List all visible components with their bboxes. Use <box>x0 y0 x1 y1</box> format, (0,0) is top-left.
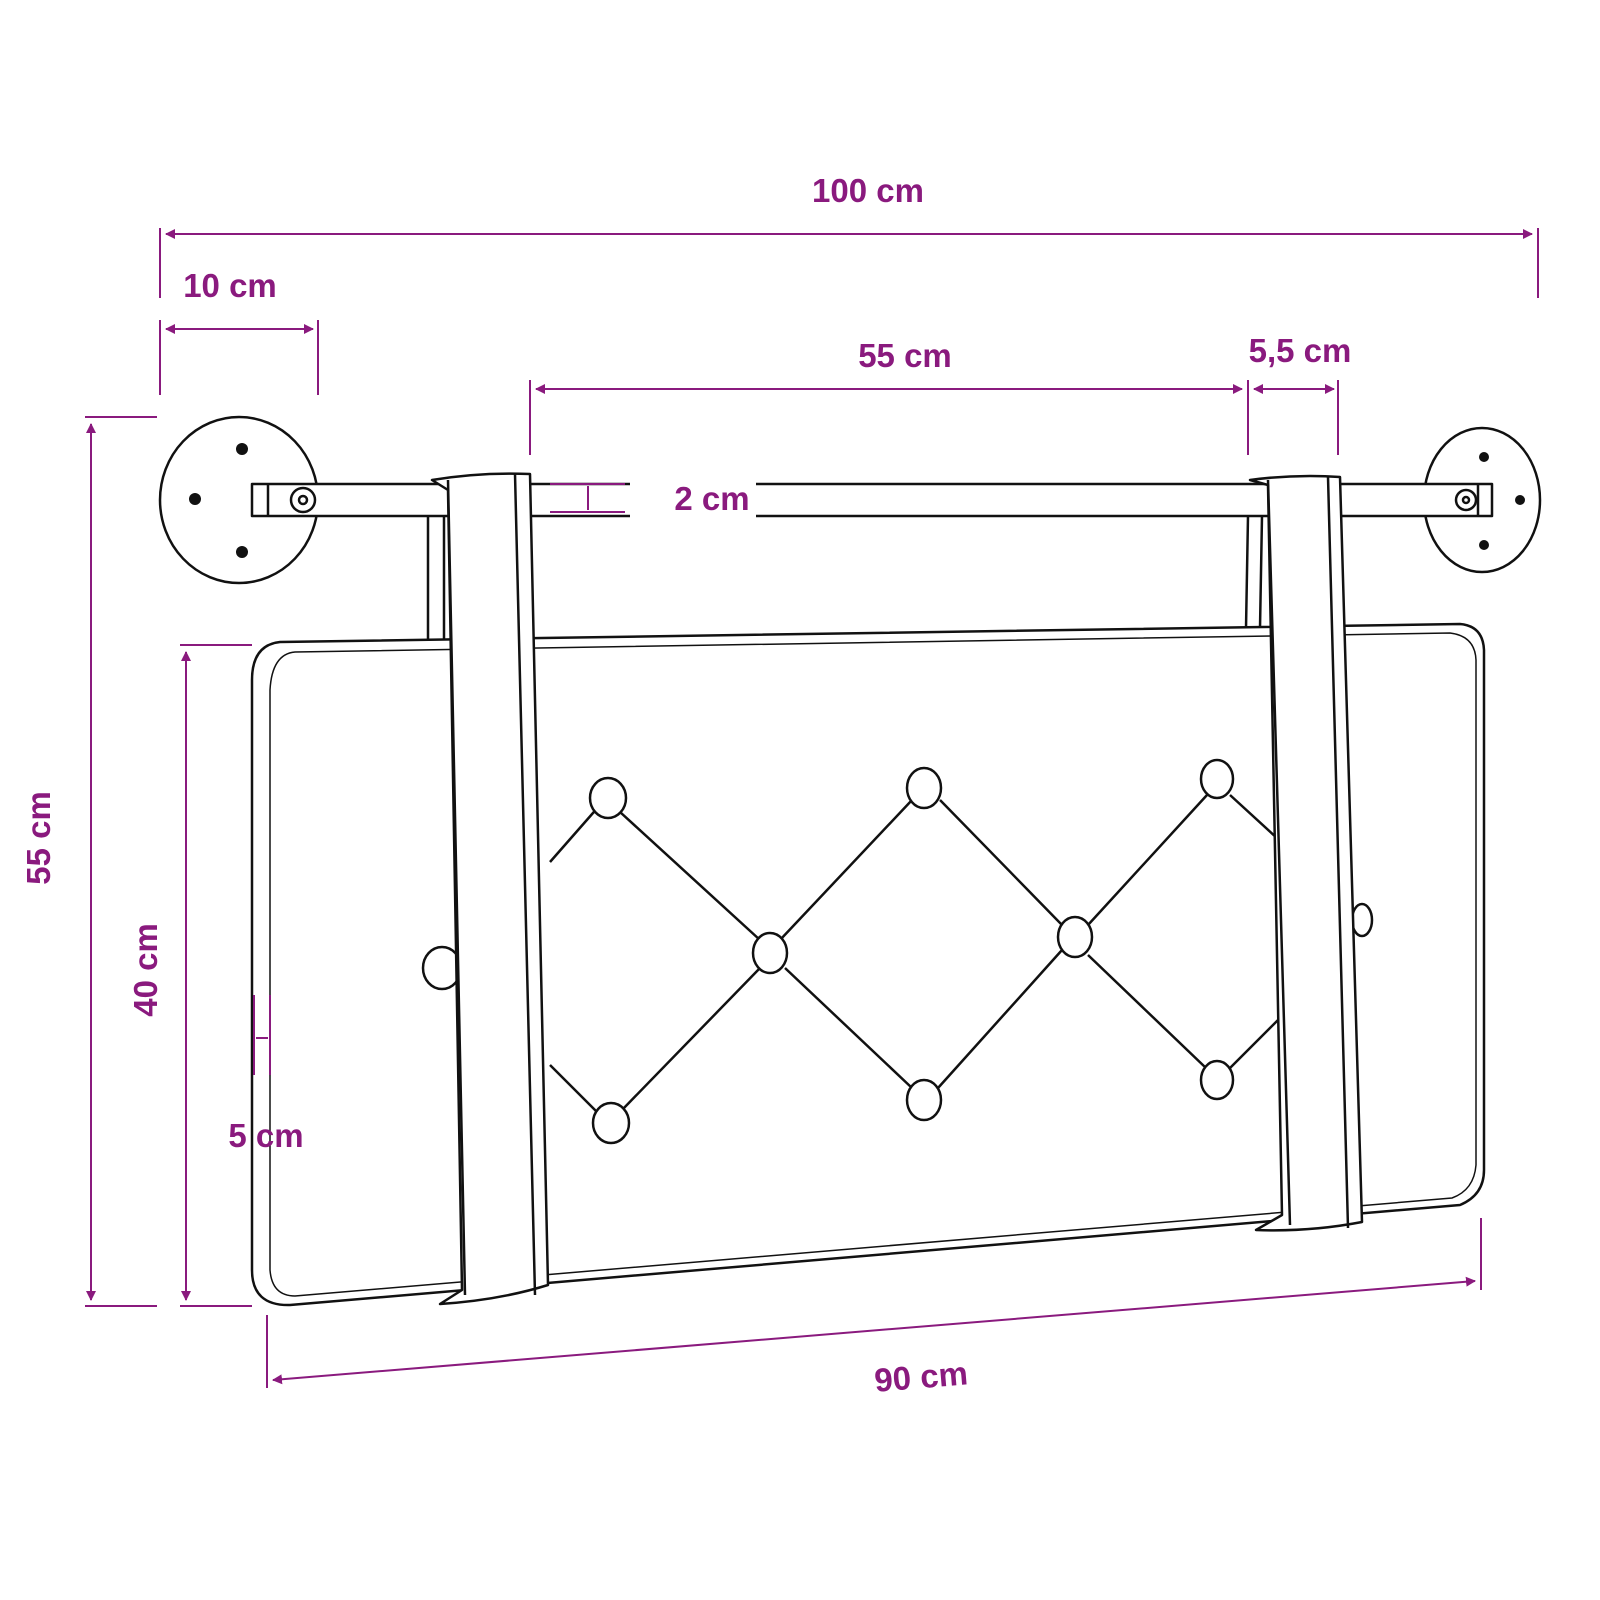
strap-width-label: 5,5 cm <box>1249 332 1352 369</box>
strap-spacing-label: 55 cm <box>858 337 952 374</box>
cushion-width-label: 90 cm <box>873 1354 969 1399</box>
dimension-100cm: 100 cm <box>159 172 1539 298</box>
dimension-2cm: 2 cm <box>550 478 756 518</box>
total-height-label: 55 cm <box>20 791 57 885</box>
tuft-button <box>588 776 628 820</box>
right-strap <box>1248 474 1364 1232</box>
rod-diameter-label: 2 cm <box>674 480 749 517</box>
strap-backs <box>426 515 1264 640</box>
tuft-button <box>751 931 789 975</box>
tuft-button <box>905 1078 943 1122</box>
dimension-55cm-vertical: 55 cm <box>20 416 157 1307</box>
tuft-button <box>1199 758 1235 800</box>
cushion <box>250 622 1486 1307</box>
tuft-button <box>591 1101 631 1145</box>
bracket-depth-label: 10 cm <box>183 267 277 304</box>
dimension-40cm: 40 cm <box>127 644 252 1307</box>
tufting-pattern <box>421 758 1374 1145</box>
cushion-thickness-label: 5 cm <box>228 1117 303 1154</box>
dimension-10cm: 10 cm <box>159 267 319 395</box>
cushion-height-label: 40 cm <box>127 923 164 1017</box>
headboard-drawing <box>158 415 1542 1307</box>
dimension-90cm: 90 cm <box>266 1218 1482 1399</box>
dimension-5-5cm: 5,5 cm <box>1249 332 1352 455</box>
dimension-5cm: 5 cm <box>228 995 304 1154</box>
dimension-55cm-horizontal: 55 cm <box>529 337 1249 455</box>
tuft-button <box>1199 1059 1235 1101</box>
tuft-button <box>1056 915 1094 959</box>
tuft-button <box>905 766 943 810</box>
total-width-label: 100 cm <box>812 172 924 209</box>
tuft-button <box>1350 902 1374 938</box>
